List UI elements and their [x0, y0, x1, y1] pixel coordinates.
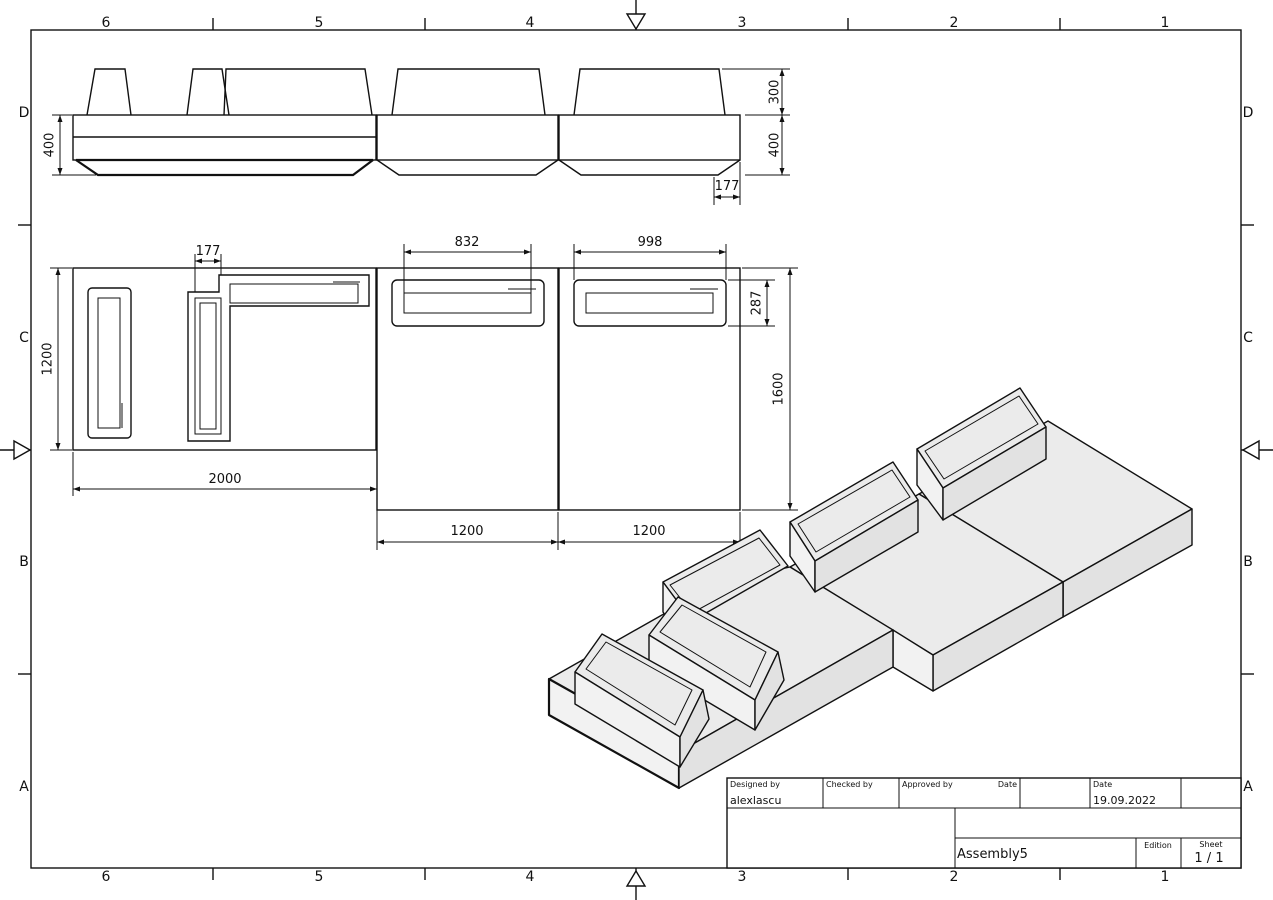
zone-col-label: 6	[102, 15, 111, 31]
title-block: Designed by alexlascu Checked by Approve…	[726, 777, 1242, 869]
isometric-view	[547, 387, 1193, 790]
dim-cushion-depth: 287	[750, 291, 765, 316]
designed-by-value: alexlascu	[730, 794, 781, 807]
iso-backrest-right	[916, 387, 1047, 521]
zone-col-label: 1	[1161, 869, 1170, 885]
zone-col-label: 1	[1161, 15, 1170, 31]
dim-seat-height: 400	[768, 133, 783, 158]
dim-depth-right: 1600	[772, 372, 787, 405]
zone-row-label: B	[19, 554, 29, 570]
checked-by-label: Checked by	[826, 780, 873, 789]
zone-row-label: C	[1243, 330, 1253, 346]
zone-col-label: 4	[526, 869, 535, 885]
zone-ticks	[18, 18, 1254, 880]
approved-by-label: Approved by	[902, 780, 953, 789]
zone-row-label: A	[1243, 779, 1253, 795]
zone-col-label: 3	[738, 15, 747, 31]
zone-row-label: D	[19, 105, 30, 121]
zone-col-label: 4	[526, 15, 535, 31]
dim-cushion-width-mid: 832	[455, 235, 480, 250]
top-view: 177 832 998 287 1600 1200 2000	[41, 235, 798, 550]
dim-width-mid: 1200	[450, 524, 483, 539]
dim-seat-height-left: 400	[43, 133, 58, 158]
dim-width-right: 1200	[632, 524, 665, 539]
zone-col-label: 5	[315, 869, 324, 885]
date-label: Date	[1093, 780, 1112, 789]
zone-col-label: 2	[950, 869, 959, 885]
designed-by-label: Designed by	[730, 780, 780, 789]
zone-col-label: 2	[950, 15, 959, 31]
date-value: 19.09.2022	[1093, 794, 1156, 807]
dim-cushion-offset: 177	[196, 244, 221, 259]
drawing-title: Assembly5	[957, 847, 1028, 862]
zone-col-label: 3	[738, 869, 747, 885]
zone-row-label: B	[1243, 554, 1253, 570]
sheet-number: 1 / 1	[1194, 851, 1223, 866]
iso-backrest-left-middle	[648, 596, 785, 731]
dim-cushion-width-right: 998	[638, 235, 663, 250]
edition-label: Edition	[1144, 841, 1172, 850]
zone-col-label: 5	[315, 15, 324, 31]
iso-backrest-middle	[789, 461, 919, 593]
dim-depth-offset: 177	[715, 179, 740, 194]
zone-col-label: 6	[102, 869, 111, 885]
zone-row-label: D	[1243, 105, 1254, 121]
dim-backrest-height: 300	[768, 80, 783, 105]
front-view: 300 400 400 177	[43, 68, 790, 205]
approval-date-label: Date	[998, 780, 1017, 789]
sheet-label: Sheet	[1199, 840, 1222, 849]
zone-row-label: C	[19, 330, 29, 346]
dim-width-left: 2000	[208, 472, 241, 487]
iso-backrest-left-front	[574, 633, 710, 768]
dim-depth-left: 1200	[41, 342, 56, 375]
zone-row-label: A	[19, 779, 29, 795]
